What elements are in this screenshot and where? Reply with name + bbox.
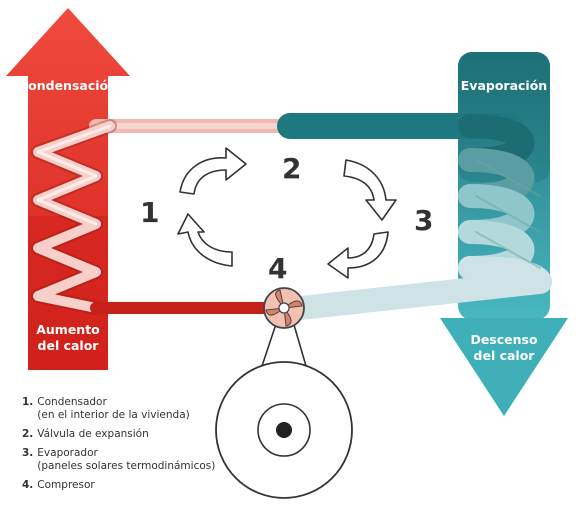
- bottom-pipe: [90, 270, 552, 320]
- legend-item-1: 1. Condensador (en el interior de la viv…: [22, 396, 262, 422]
- evaporator-coil: [458, 114, 552, 294]
- arrow-1-to-2: [179, 147, 247, 195]
- legend: 1. Condensador (en el interior de la viv…: [22, 396, 262, 498]
- legend-sub: (en el interior de la vivienda): [37, 409, 190, 421]
- legend-item-3: 3. Evaporador (paneles solares termodiná…: [22, 447, 262, 473]
- cycle-arrows: [177, 147, 397, 279]
- arrow-2-to-3: [343, 159, 397, 221]
- legend-num: 2.: [22, 428, 34, 440]
- legend-text-block: Compresor: [37, 479, 94, 492]
- arrow-4-to-1: [177, 213, 233, 267]
- legend-num: 1.: [22, 396, 34, 408]
- legend-text: Evaporador: [37, 447, 98, 459]
- legend-text-block: Evaporador (paneles solares termodinámic…: [37, 447, 215, 473]
- legend-text: Compresor: [37, 479, 95, 491]
- legend-item-4: 4. Compresor: [22, 479, 262, 492]
- legend-item-2: 2. Válvula de expansión: [22, 428, 262, 441]
- step-2-label: 2: [282, 152, 301, 185]
- compressor-icon: [263, 287, 305, 329]
- legend-text: Condensador: [37, 396, 107, 408]
- step-4-label: 4: [268, 252, 287, 285]
- legend-num: 3.: [22, 447, 34, 459]
- arrow-3-to-4: [327, 231, 389, 279]
- legend-sub: (paneles solares termodinámicos): [37, 460, 216, 472]
- legend-text-block: Condensador (en el interior de la vivien…: [37, 396, 189, 422]
- descenso-label-line2: del calor: [474, 348, 536, 363]
- condensacion-label: Condensación: [19, 78, 117, 93]
- condenser-coil: [31, 119, 117, 315]
- descenso-label-line1: Descenso: [470, 332, 538, 347]
- compressor-motor: [215, 317, 353, 499]
- legend-num: 4.: [22, 479, 34, 491]
- aumento-label-line1: Aumento: [36, 322, 100, 337]
- step-3-label: 3: [414, 204, 433, 237]
- step-1-label: 1: [140, 196, 159, 229]
- evaporacion-label: Evaporación: [461, 78, 547, 93]
- aumento-label-line2: del calor: [38, 338, 100, 353]
- legend-text: Válvula de expansión: [37, 428, 149, 440]
- legend-text-block: Válvula de expansión: [37, 428, 148, 441]
